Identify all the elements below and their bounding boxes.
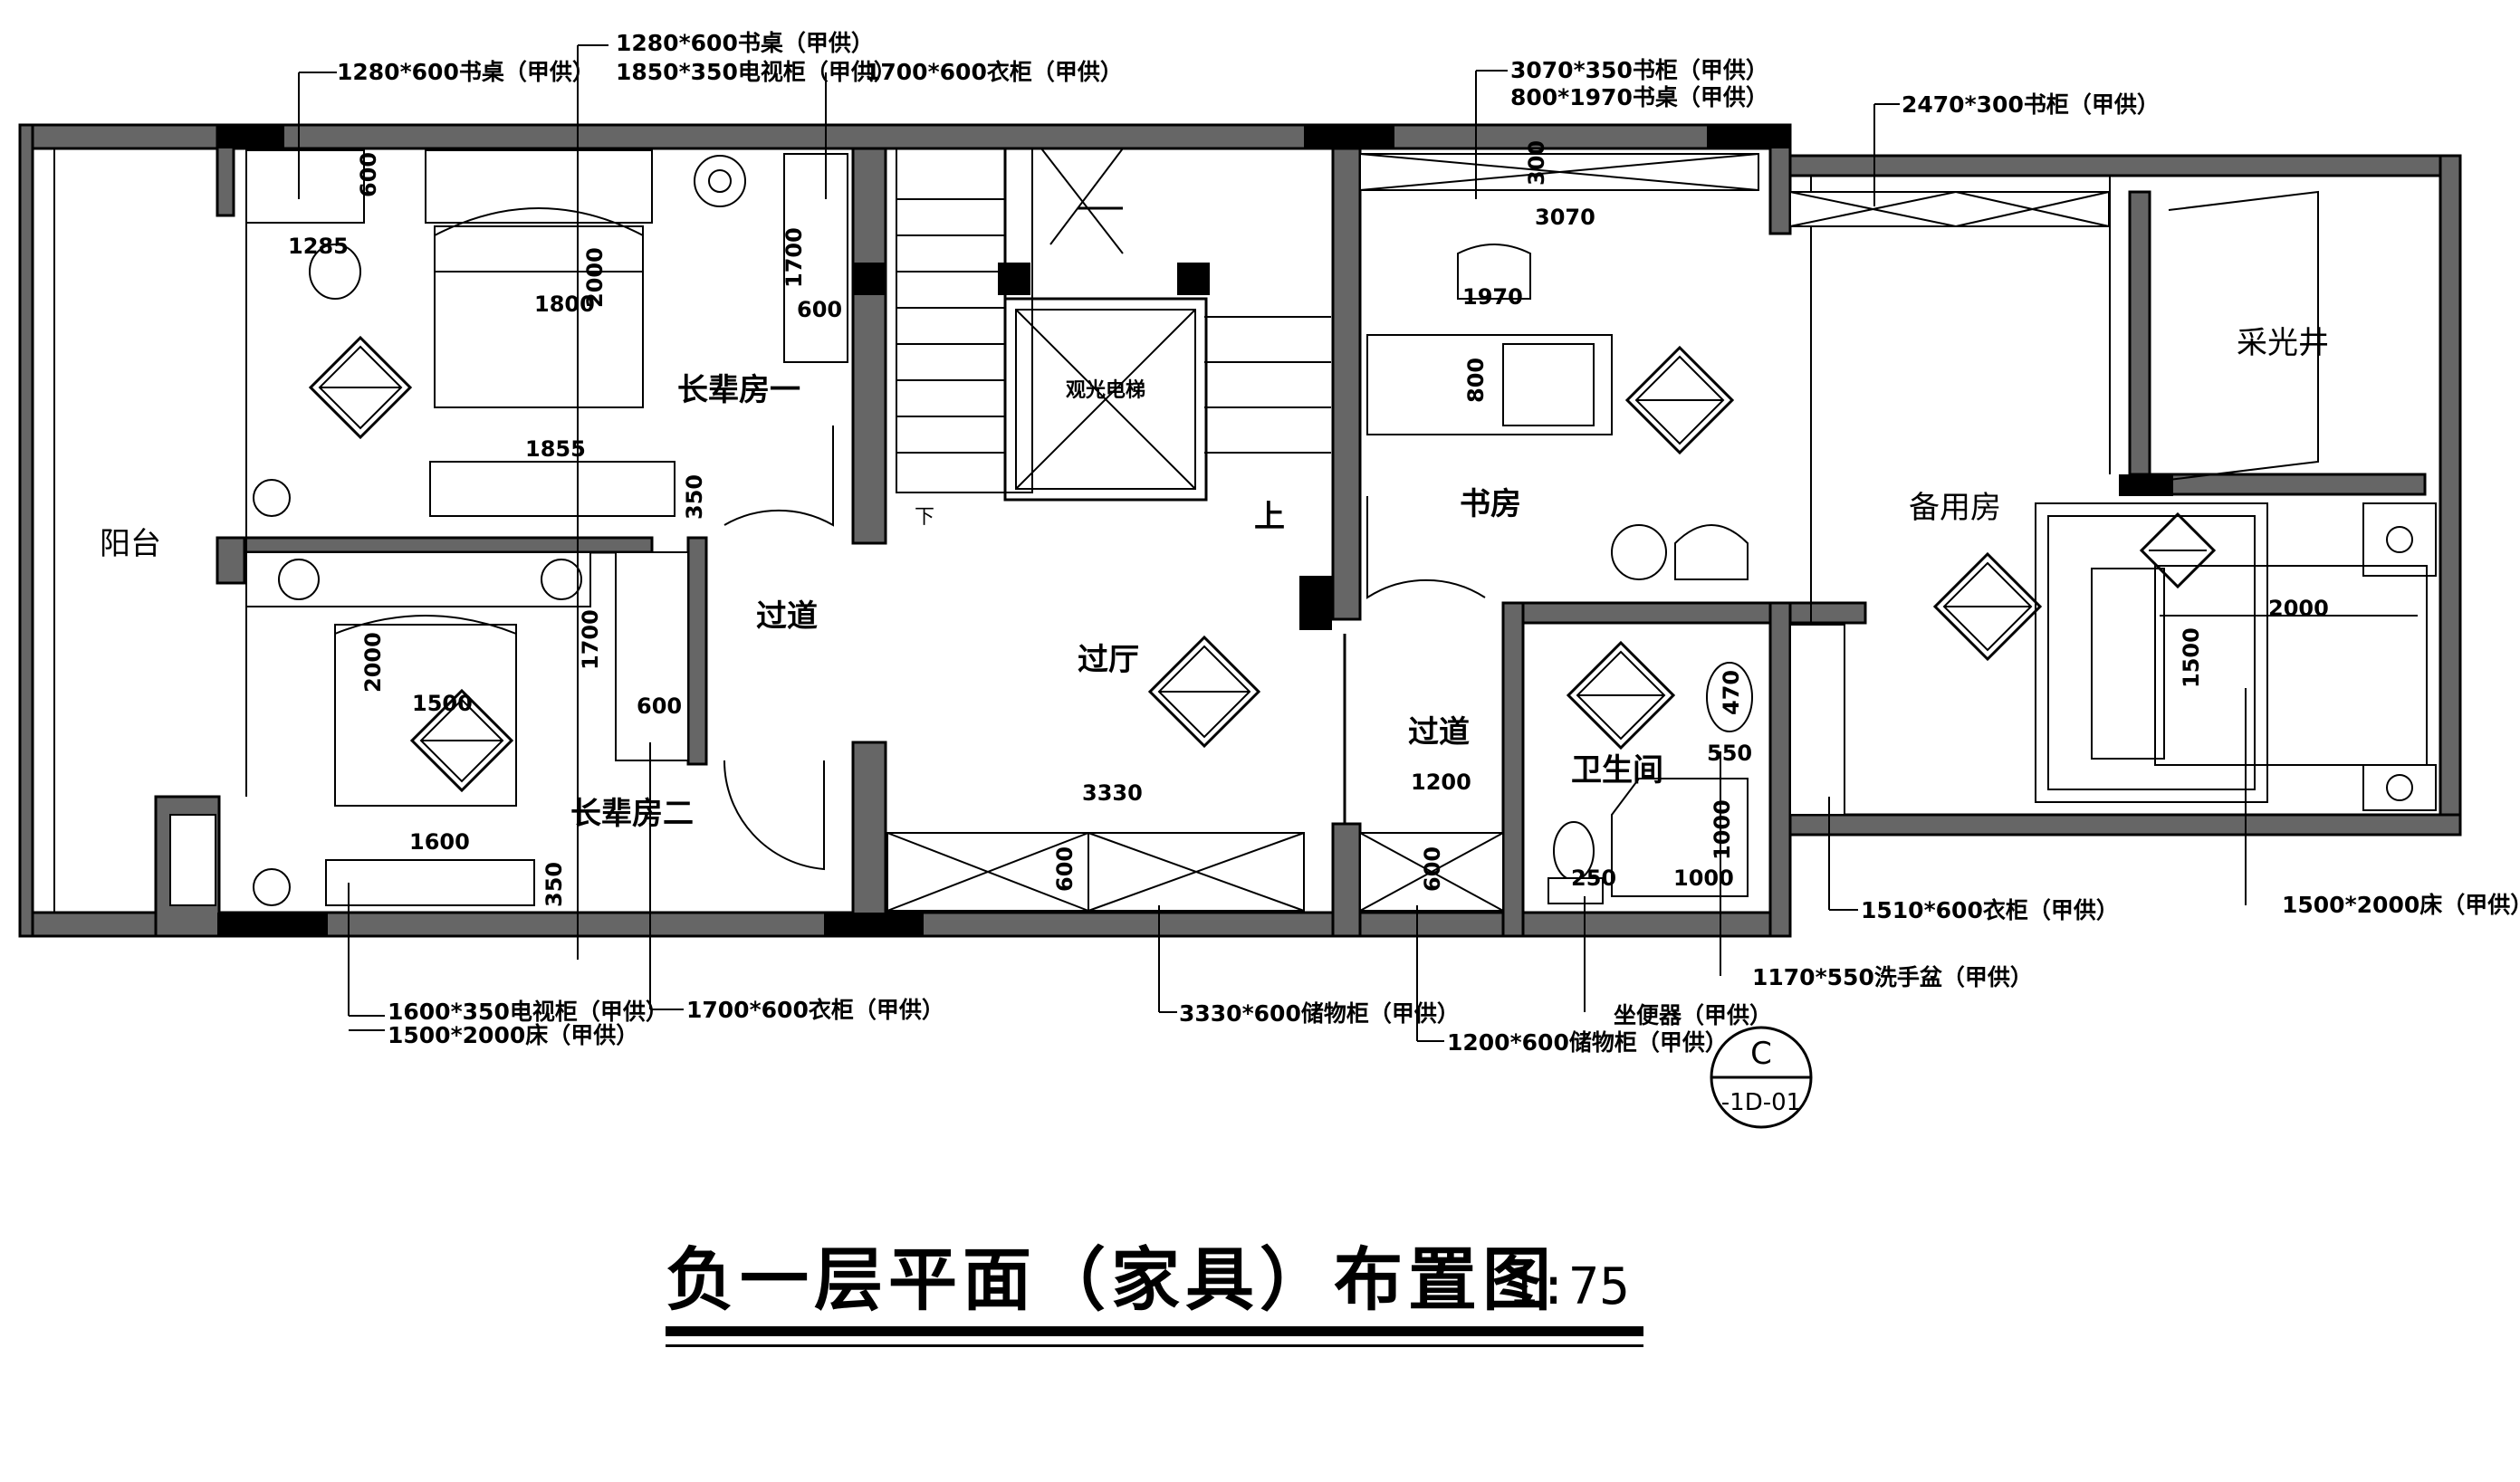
dim-3070: 3070 [1535, 205, 1595, 230]
note-toilet: 坐便器（甲供） [1614, 1002, 1772, 1028]
elevator: 观光电梯 [1003, 297, 1208, 502]
dim-470: 470 [1719, 670, 1744, 715]
dim-1970: 1970 [1462, 284, 1523, 310]
dim-1855: 1855 [525, 436, 586, 462]
section-sheet: -1D-01 [1721, 1089, 1801, 1116]
dim-250: 250 [1571, 865, 1616, 891]
room-study: 书房 [1460, 486, 1521, 522]
room-2-furniture [169, 551, 689, 906]
note-bookcase-2470: 2470*300书柜（甲供） [1902, 91, 2160, 118]
note-wardrobe-1510: 1510*600衣柜（甲供） [1861, 897, 2119, 923]
dim-600-storage2: 600 [1420, 846, 1445, 892]
study-furniture [1359, 153, 1759, 580]
room-balcony: 阳台 [100, 526, 161, 562]
note-basin-1170: 1170*550洗手盆（甲供） [1752, 964, 2033, 990]
section-mark: C -1D-01 [1710, 1026, 1813, 1129]
dim-350-tv2: 350 [541, 862, 567, 907]
hall-storage [886, 832, 1504, 912]
dim-300-bookcase: 300 [1524, 140, 1549, 186]
drawing-title-block: 负一层平面（家具）布置图 1:75 [666, 1239, 1643, 1347]
furniture-notes: 1280*600书桌（甲供） 1280*600书桌（甲供） 1850*350电视… [337, 30, 2520, 1056]
dim-2000-bed3: 2000 [2268, 596, 2329, 621]
note-tv-1600: 1600*350电视柜（甲供） [388, 999, 668, 1025]
section-letter: C [1750, 1036, 1772, 1072]
room-corridor-left: 过道 [756, 598, 818, 635]
title-underline-thick [666, 1326, 1643, 1336]
note-wardrobe-1700-bottom: 1700*600衣柜（甲供） [686, 997, 944, 1023]
note-bed-1500-right: 1500*2000床（甲供） [2282, 892, 2520, 918]
room-1-furniture [245, 149, 848, 517]
dim-2000-bed2: 2000 [360, 632, 386, 693]
dim-1500-bed2: 1500 [412, 691, 473, 716]
room-hall: 过厅 [1078, 642, 1139, 678]
room-spare: 备用房 [1909, 490, 2001, 526]
elevator-label: 观光电梯 [1066, 378, 1145, 402]
dim-1000-b: 1000 [1673, 865, 1734, 891]
note-bookcase-3070: 3070*350书柜（甲供） [1510, 57, 1768, 83]
dim-1700-wardrobe1: 1700 [781, 227, 807, 288]
dimension-labels: 600 1285 1800 2000 1700 600 1855 350 200… [288, 140, 2329, 907]
dim-550: 550 [1707, 741, 1752, 766]
note-wardrobe-1700-top: 1700*600衣柜（甲供） [865, 59, 1123, 85]
note-tv-1850: 1850*350电视柜（甲供） [616, 59, 896, 85]
stair-up: 上 [1254, 499, 1285, 535]
dim-1800: 1800 [534, 292, 595, 317]
room-corridor-right: 过道 [1408, 714, 1470, 751]
room-light-well: 采光井 [2237, 325, 2329, 361]
dim-1700-wardrobe2: 1700 [578, 609, 603, 670]
dim-1200: 1200 [1411, 770, 1471, 795]
note-desk-800: 800*1970书桌（甲供） [1510, 84, 1768, 110]
drawing-scale: 1:75 [1508, 1257, 1630, 1316]
walls [18, 123, 2462, 938]
bathroom-furniture [1547, 624, 1845, 904]
room-labels: 阳台 长辈房一 长辈房二 过道 过厅 上 下 书房 过道 卫生间 备用房 采光井 [100, 325, 2329, 832]
title-underline-thin [666, 1344, 1643, 1347]
drawing-title: 负一层平面（家具）布置图 [666, 1239, 1557, 1320]
note-storage-3330: 3330*600储物柜（甲供） [1179, 1000, 1460, 1027]
note-desk-1280-a: 1280*600书桌（甲供） [337, 59, 595, 85]
stair-down: 下 [915, 506, 934, 529]
note-bed-1500-left: 1500*2000床（甲供） [388, 1022, 638, 1048]
spare-room-furniture [1789, 190, 2437, 811]
dim-350-tv1: 350 [682, 474, 707, 520]
note-desk-1280-b: 1280*600书桌（甲供） [616, 30, 874, 56]
dim-1000-a: 1000 [1710, 799, 1735, 860]
dim-800: 800 [1463, 358, 1489, 403]
dim-600-wardrobe1: 600 [797, 297, 842, 322]
dim-600-wardrobe2: 600 [637, 693, 682, 719]
note-storage-1200: 1200*600储物柜（甲供） [1447, 1029, 1728, 1056]
dim-600-storage: 600 [1052, 846, 1078, 892]
room-elder-1: 长辈房一 [677, 372, 800, 408]
staircase [896, 148, 1331, 493]
dim-2000-bed1: 2000 [582, 247, 608, 308]
room-bathroom: 卫生间 [1571, 752, 1663, 789]
index-tags [308, 335, 2217, 793]
dim-1285: 1285 [288, 234, 349, 259]
leader-lines [298, 44, 2247, 1042]
dim-3330: 3330 [1082, 780, 1143, 806]
doors [723, 425, 1486, 871]
dim-1500-bed3: 1500 [2179, 627, 2204, 688]
structural-columns [217, 125, 2173, 936]
dim-600-desk: 600 [356, 152, 381, 197]
room-elder-2: 长辈房二 [570, 796, 694, 832]
dim-1600: 1600 [409, 829, 470, 855]
